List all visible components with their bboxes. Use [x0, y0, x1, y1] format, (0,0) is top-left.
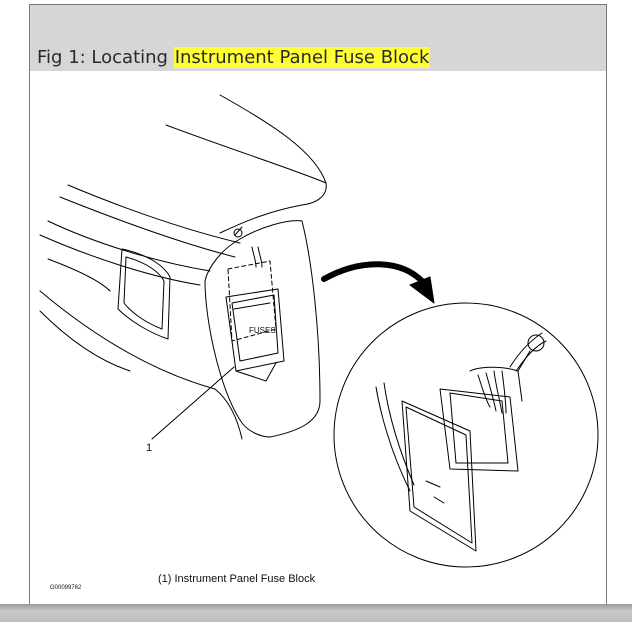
- fuses-label: FUSES: [249, 326, 276, 335]
- callout-number: 1: [146, 442, 152, 454]
- image-code: G00099762: [50, 585, 82, 591]
- zoom-detail: [333, 302, 599, 568]
- callout-leader: [151, 366, 235, 440]
- fuse-block-diagram: FUSES 1 (1) Instrument Panel Fuse Block …: [39, 94, 599, 591]
- figure-header: Fig 1: Locating Instrument Panel Fuse Bl…: [30, 5, 606, 71]
- figure-title-prefix: Fig 1: Locating: [37, 47, 174, 68]
- zoom-arrow: [321, 261, 435, 304]
- figure-caption: (1) Instrument Panel Fuse Block: [158, 573, 316, 585]
- figure-frame: Fig 1: Locating Instrument Panel Fuse Bl…: [29, 4, 607, 604]
- bottom-shadow-band: [0, 604, 632, 622]
- figure-title-highlight: Instrument Panel Fuse Block: [173, 47, 431, 68]
- fuse-block-small: [225, 246, 285, 382]
- dashboard-outline: [39, 94, 327, 440]
- figure-title: Fig 1: Locating Instrument Panel Fuse Bl…: [37, 47, 431, 68]
